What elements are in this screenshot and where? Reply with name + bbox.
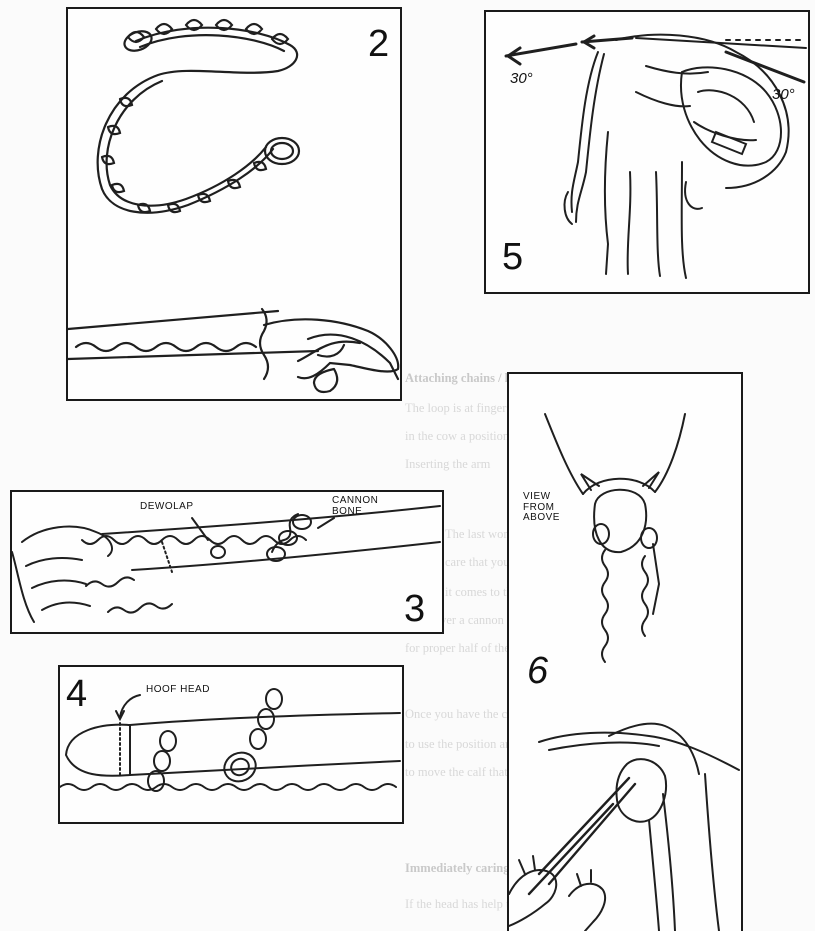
bleed-line: Inserting the arm	[405, 458, 490, 471]
hoof-chain-illustration	[60, 667, 402, 822]
dewlap-label: DEWOLAP	[140, 502, 194, 513]
panel-6-view-from-above: VIEW FROM ABOVE 6	[507, 372, 743, 931]
chain-illustration	[68, 9, 400, 399]
bleed-line: to move the calf that	[405, 766, 508, 779]
panel-5-pull-angle: 30° 30° 5	[484, 10, 810, 294]
panel-number: 3	[404, 590, 425, 628]
view-from-above-label: VIEW FROM ABOVE	[523, 492, 575, 524]
angle-label-left: 30°	[510, 70, 533, 87]
panel-4-hoof-head: HOOF HEAD 4	[58, 665, 404, 824]
panel-3-leg-chain: DEWOLAP CANNON BONE 3	[10, 490, 444, 634]
panel-2-chain: 2	[66, 7, 402, 401]
panel-number: 5	[502, 238, 523, 276]
panel-number: 2	[368, 25, 389, 63]
cannon-bone-label: CANNON BONE	[332, 496, 392, 517]
panel-number: 4	[66, 675, 87, 713]
angle-label-right: 30°	[772, 86, 795, 103]
cow-rear-illustration	[486, 12, 808, 292]
panel-number: 6	[527, 652, 548, 690]
hoof-head-label: HOOF HEAD	[146, 685, 210, 696]
